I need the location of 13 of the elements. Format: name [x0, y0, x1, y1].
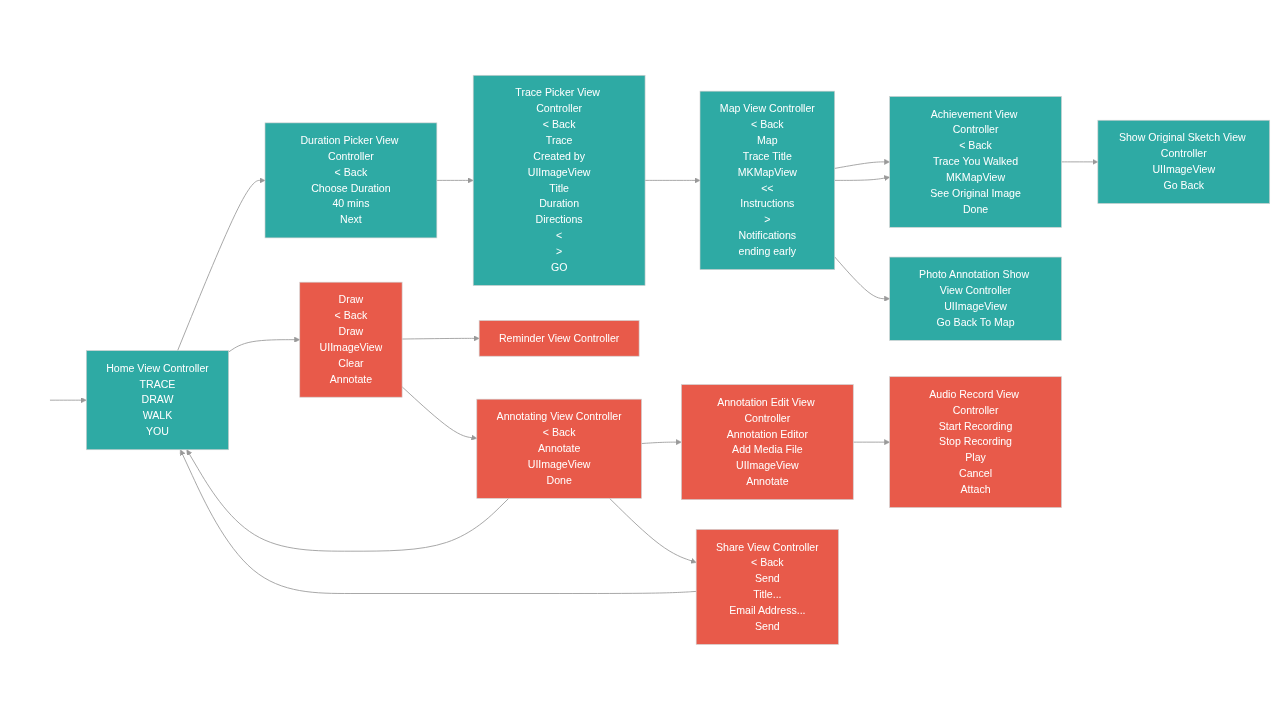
node-box: Photo Annotation Show View Controller UIImageView Go Back To Map — [889, 256, 1062, 341]
node-box: Annotation Edit View Controller Annotation Editor Add Media File UIImageView Annotate — [681, 384, 854, 501]
node-box: Annotating View Controller < Back Annotate UIImageView Done — [476, 399, 642, 499]
node-box: Map View Controller < Back Map Trace Title MKMapView << Instructions > Notifications ending early — [699, 91, 836, 271]
node-box: Draw < Back Draw UIImageView Clear Annotate — [299, 282, 403, 398]
node-box: Duration Picker View Controller < Back Choose Duration 40 mins Next — [264, 122, 438, 239]
node-box: Achievement View Controller < Back Trace You Walked MKMapView See Original Image Done — [889, 96, 1062, 228]
node-box: Show Original Sketch View Controller UIImageView Go Back — [1097, 120, 1271, 204]
node-box: Audio Record View Controller Start Recording Stop Recording Play Cancel Attach — [889, 376, 1062, 509]
node-box: Reminder View Controller — [478, 320, 640, 357]
node-box: Share View Controller < Back Send Title... Email Address... Send — [695, 529, 839, 645]
node-box: Home View Controller TRACE DRAW WALK YOU — [86, 350, 229, 451]
node-box: Trace Picker View Controller < Back Trace Created by UIImageView Title Duration Directions < > GO — [472, 75, 646, 286]
